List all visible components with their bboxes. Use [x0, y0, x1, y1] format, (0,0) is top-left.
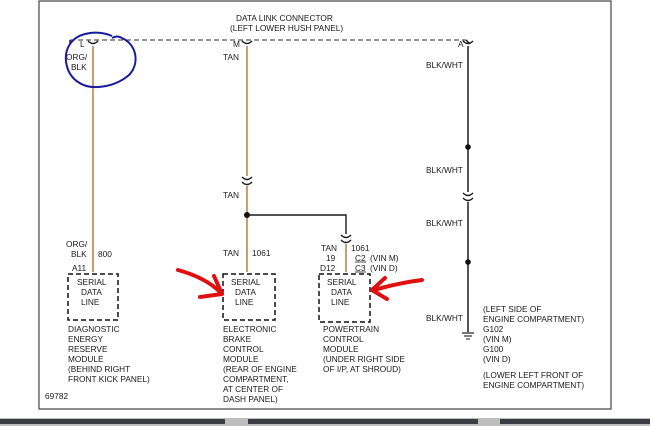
connector-location: (LEFT LOWER HUSH PANEL): [230, 23, 343, 33]
pin-a-label: A: [458, 39, 464, 49]
pcm-line-0: POWERTRAIN: [323, 324, 379, 334]
red-arrow-ebcm: [176, 268, 224, 299]
ebcm-line-6: AT CENTER OF: [223, 384, 283, 394]
bottom-bar-middle: [248, 419, 478, 424]
ebcm-line-3: MODULE: [223, 354, 259, 364]
wire-blk-label-bottom: BLK: [71, 249, 87, 259]
pcm-module-box: [318, 273, 371, 323]
ebcm-line-7: DASH PANEL): [223, 394, 278, 404]
wire-tan-label-2: TAN: [223, 190, 239, 200]
wire-tan-label-3: TAN: [223, 248, 239, 258]
pin-d12-label: D12: [320, 263, 336, 273]
pcm-box-line2: DATA: [331, 287, 352, 297]
wire-blk-wht-label-4: BLK/WHT: [426, 313, 463, 323]
pcm-line-3: (UNDER RIGHT SIDE: [323, 354, 405, 364]
wire-splice-branch: [247, 214, 347, 234]
ebcm-line-1: BRAKE: [223, 334, 252, 344]
ground-location-text: (LEFT SIDE OF ENGINE COMPARTMENT) G102 (…: [483, 304, 584, 390]
wire-blk-wht-label-2: BLK/WHT: [426, 165, 463, 175]
wire-org-blk-label-bottom: ORG/: [66, 239, 88, 249]
derm-line-3: MODULE: [68, 354, 104, 364]
circuit-1061-label-pcm: 1061: [351, 243, 370, 253]
derm-box-line3: LINE: [81, 297, 100, 307]
ground-line-3: (VIN M): [483, 334, 512, 344]
pin-c3-label: C3: [355, 263, 366, 273]
ground-splice-1: [465, 144, 471, 150]
derm-line-1: ENERGY: [68, 334, 104, 344]
derm-box-line1: SERIAL: [77, 277, 107, 287]
derm-line-2: RESERVE: [68, 344, 108, 354]
pin-c3-vin: (VIN D): [370, 263, 398, 273]
pcm-connector-top: [340, 234, 352, 239]
circuit-1061-label-ebcm: 1061: [252, 248, 271, 258]
derm-description: DIAGNOSTIC ENERGY RESERVE MODULE (BEHIND…: [68, 324, 150, 384]
ebcm-module-box: [222, 273, 276, 321]
ebcm-box-line2: DATA: [235, 287, 256, 297]
ground-line-8: ENGINE COMPARTMENT): [483, 380, 584, 390]
pcm-line-2: MODULE: [323, 344, 359, 354]
annotation-circle: [64, 31, 137, 89]
ground-splice-2: [465, 259, 471, 265]
connector-title: DATA LINK CONNECTOR: [236, 13, 333, 23]
pin-l-label: L: [80, 39, 85, 49]
ground-line-0: (LEFT SIDE OF: [483, 304, 541, 314]
ebcm-box-line1: SERIAL: [231, 277, 261, 287]
ground-line-5: (VIN D): [483, 354, 511, 364]
inline-connector-top: [241, 176, 253, 181]
ebcm-line-2: CONTROL: [223, 344, 264, 354]
derm-line-4: (BEHIND RIGHT: [68, 364, 130, 374]
wire-org-blk-label-top: ORG/: [66, 52, 88, 62]
pcm-box-line3: LINE: [331, 297, 350, 307]
pin-a11-label: A11: [72, 263, 87, 273]
pin-m-chevron: [241, 40, 253, 45]
wire-blk-label-top: BLK: [71, 62, 87, 72]
ground-line-4: G100: [483, 344, 504, 354]
figure-id: 69782: [45, 391, 68, 401]
bottom-bar-left: [0, 419, 225, 424]
bottom-bar-right: [500, 419, 650, 424]
derm-line-0: DIAGNOSTIC: [68, 324, 120, 334]
ground-connector-bottom: [462, 197, 474, 202]
wire-tan-label-pcm: TAN: [321, 243, 337, 253]
wire-blk-wht-label-1: BLK/WHT: [426, 60, 463, 70]
derm-line-5: FRONT KICK PANEL): [68, 374, 150, 384]
derm-module-box: [67, 273, 119, 321]
ebcm-line-4: (REAR OF ENGINE: [223, 364, 297, 374]
ebcm-description: ELECTRONIC BRAKE CONTROL MODULE (REAR OF…: [223, 324, 297, 404]
pcm-connector-bottom: [340, 239, 352, 244]
ground-line-2: G102: [483, 324, 504, 334]
inline-connector-bottom: [241, 181, 253, 186]
ground-connector-top: [462, 192, 474, 197]
ebcm-box-line3: LINE: [235, 297, 254, 307]
ebcm-line-5: COMPARTMENT,: [223, 374, 289, 384]
pin-19-label: 19: [326, 253, 336, 263]
red-arrow-pcm: [370, 276, 424, 301]
pin-a-chevron: [462, 40, 474, 45]
pcm-description: POWERTRAIN CONTROL MODULE (UNDER RIGHT S…: [323, 324, 405, 374]
derm-box-line2: DATA: [81, 287, 102, 297]
pin-c2-vin: (VIN M): [370, 253, 399, 263]
wire-tan-label-1: TAN: [223, 52, 239, 62]
ground-line-1: ENGINE COMPARTMENT): [483, 314, 584, 324]
pcm-line-1: CONTROL: [323, 334, 364, 344]
pin-c2-label: C2: [355, 253, 366, 263]
wire-blk-wht-label-3: BLK/WHT: [426, 218, 463, 228]
pin-m-label: M: [233, 39, 240, 49]
pin-l-chevron: [87, 40, 99, 45]
diagram-frame: [38, 0, 612, 410]
pcm-line-4: OF I/P, AT SHROUD): [323, 364, 401, 374]
ground-line-7: (LOWER LEFT FRONT OF: [483, 370, 583, 380]
pcm-box-line1: SERIAL: [327, 277, 357, 287]
ebcm-line-0: ELECTRONIC: [223, 324, 276, 334]
circuit-800-label: 800: [98, 249, 112, 259]
